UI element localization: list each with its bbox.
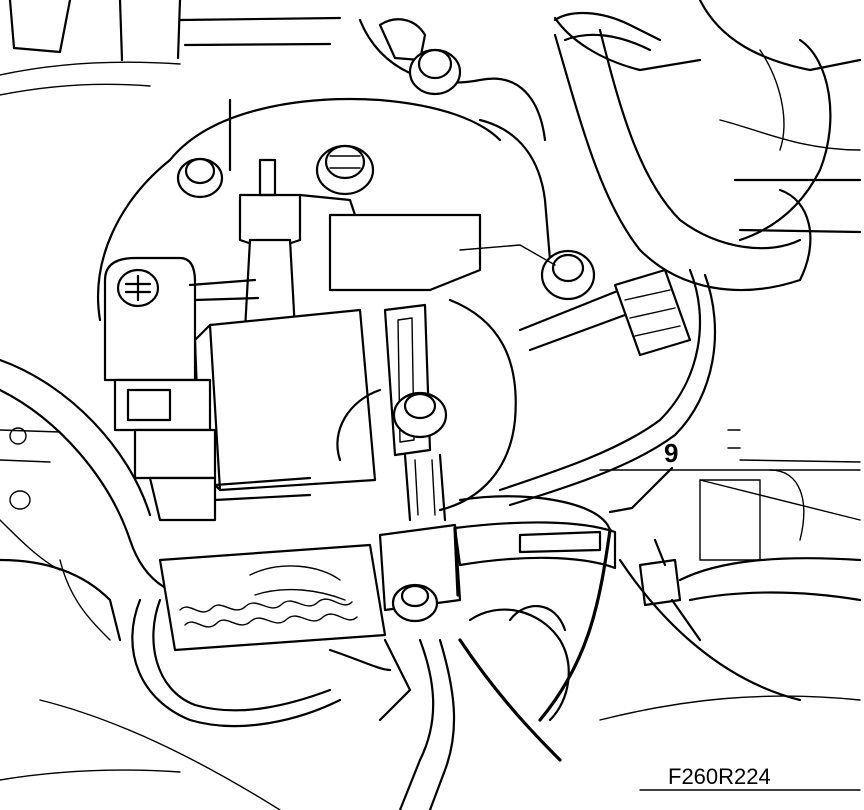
central-bolt-assembly [336, 298, 517, 522]
callout-leader [608, 466, 674, 514]
bolt [540, 249, 596, 301]
figure-code-label: F260R224 [668, 764, 771, 789]
upper-coolant-hose [378, 12, 832, 292]
sensor-housing [193, 158, 556, 492]
right-connector-hose [498, 268, 862, 702]
bolt [315, 144, 375, 196]
bolt [176, 157, 224, 199]
engine-cover [97, 18, 552, 322]
bolt [408, 48, 462, 96]
callout-number-9: 9 [664, 438, 679, 468]
clamped-hose [328, 495, 617, 810]
cable-harness [0, 358, 387, 728]
electrical-connector [103, 256, 312, 522]
